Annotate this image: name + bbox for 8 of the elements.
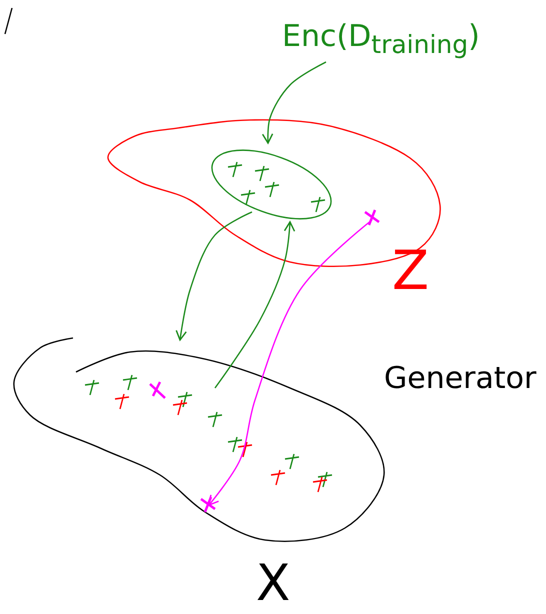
arrow	[176, 211, 252, 341]
arrow	[208, 220, 372, 506]
arrow	[214, 221, 296, 388]
space-label: X	[256, 558, 290, 608]
formula-label: Enc(D$_{training}$)	[282, 22, 480, 57]
generator-label: Generator	[384, 364, 536, 394]
arrow	[262, 61, 326, 144]
space-label: Z	[392, 244, 429, 298]
